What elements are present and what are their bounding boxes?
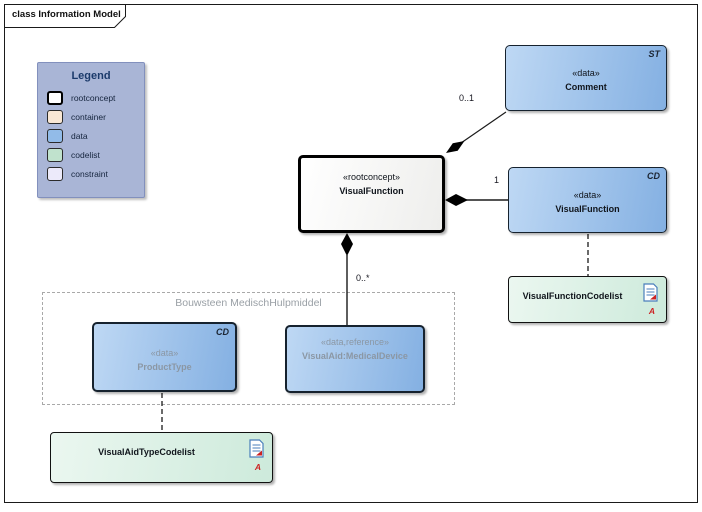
artifact-marker: A [254, 462, 261, 472]
node-name: VisualAid:MedicalDevice [302, 351, 408, 361]
node-name: VisualFunction [339, 186, 404, 196]
node-name: ProductType [137, 362, 192, 372]
container-swatch-icon [47, 109, 63, 124]
group-bouwsteen-medischhulpmiddel[interactable]: Bouwsteen MedischHulpmiddel [42, 292, 455, 405]
legend-item-label: rootconcept [71, 92, 116, 103]
constraint-swatch-icon [47, 166, 63, 181]
legend-item-constraint: constraint [38, 164, 144, 183]
node-visualfunction-data[interactable]: CD «data» VisualFunction [508, 167, 667, 233]
multiplicity-label: 0..* [356, 273, 370, 283]
node-name: VisualFunctionCodelist [522, 291, 623, 301]
node-visualaid-medicaldevice[interactable]: «data,reference» VisualAid:MedicalDevice [285, 325, 425, 393]
legend-item-label: container [71, 111, 106, 122]
node-stereotype: «data,reference» [320, 337, 390, 347]
node-name: Comment [565, 82, 607, 92]
legend-item-label: codelist [71, 149, 100, 160]
legend-item-codelist: codelist [38, 145, 144, 164]
legend-item-container: container [38, 107, 144, 126]
legend-item-rootconcept: rootconcept [38, 88, 144, 107]
node-visualfunctioncodelist[interactable]: VisualFunctionCodelist A [508, 276, 667, 323]
node-type-tag: ST [648, 49, 660, 59]
document-icon [249, 439, 264, 458]
node-visualaidtypecodelist[interactable]: VisualAidTypeCodelist A [50, 432, 273, 483]
node-name: VisualFunction [555, 204, 620, 214]
node-rootconcept-visualfunction[interactable]: «rootconcept» VisualFunction [298, 155, 445, 233]
frame-tab-label: class Information Model [12, 9, 121, 20]
node-stereotype: «rootconcept» [342, 172, 401, 182]
node-stereotype: «data» [573, 190, 602, 200]
legend-item-data: data [38, 126, 144, 145]
node-type-tag: CD [216, 327, 229, 337]
document-icon [643, 283, 658, 302]
node-producttype[interactable]: CD «data» ProductType [92, 322, 237, 392]
legend-title: Legend [71, 70, 111, 82]
legend[interactable]: Legend rootconcept container data codeli… [37, 62, 145, 198]
node-type-tag: CD [647, 171, 660, 181]
legend-item-label: constraint [71, 168, 108, 179]
rootconcept-swatch-icon [47, 90, 63, 105]
node-comment[interactable]: ST «data» Comment [505, 45, 667, 111]
data-swatch-icon [47, 128, 63, 143]
multiplicity-label: 1 [494, 175, 500, 185]
group-title: Bouwsteen MedischHulpmiddel [175, 297, 322, 309]
frame-tab [4, 4, 126, 28]
codelist-swatch-icon [47, 147, 63, 162]
node-stereotype: «data» [150, 348, 179, 358]
legend-item-label: data [71, 130, 88, 141]
multiplicity-label: 0..1 [459, 93, 475, 103]
artifact-marker: A [648, 306, 655, 316]
frame-tab-shape [4, 4, 126, 28]
node-stereotype: «data» [572, 68, 600, 78]
node-name: VisualAidTypeCodelist [98, 447, 195, 457]
